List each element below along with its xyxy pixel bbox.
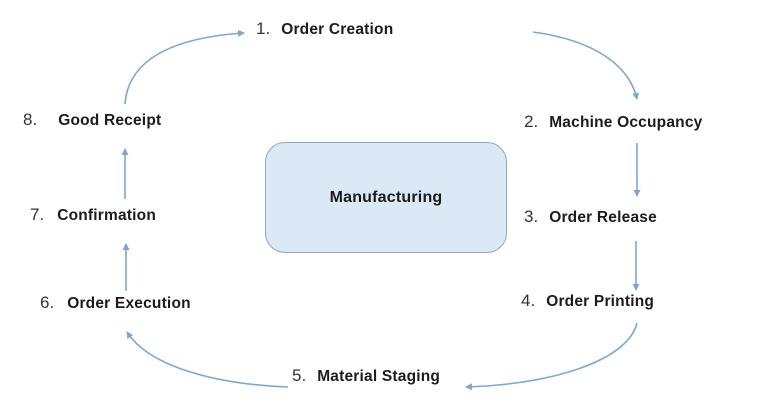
- step-number: 8.: [23, 110, 38, 129]
- step-good-receipt: 8. Good Receipt: [23, 110, 161, 130]
- step-number: 3.: [524, 207, 539, 226]
- arrow-order-creation-to-machine-occupancy: [532, 31, 640, 100]
- arrow-order-printing-to-material-staging: [465, 322, 638, 391]
- step-confirmation: 7. Confirmation: [30, 205, 156, 225]
- step-number: 5.: [292, 366, 307, 385]
- manufacturing-box-label: Manufacturing: [329, 188, 443, 206]
- step-label: Confirmation: [57, 207, 157, 224]
- step-number: 7.: [30, 205, 45, 224]
- step-label: Material Staging: [317, 368, 441, 385]
- step-number: 2.: [524, 112, 539, 131]
- step-label: Order Creation: [281, 21, 394, 38]
- step-label: Order Execution: [67, 295, 191, 312]
- arrow-good-receipt-to-order-creation: [124, 29, 245, 105]
- step-number: 4.: [521, 291, 536, 310]
- manufacturing-box: Manufacturing: [265, 142, 507, 253]
- step-order-printing: 4. Order Printing: [521, 291, 654, 311]
- step-order-creation: 1. Order Creation: [256, 19, 393, 39]
- step-label: Order Release: [549, 209, 657, 226]
- step-label: Machine Occupancy: [549, 114, 703, 131]
- step-number: 6.: [40, 293, 55, 312]
- step-order-execution: 6. Order Execution: [40, 293, 191, 313]
- step-material-staging: 5. Material Staging: [292, 366, 440, 386]
- step-order-release: 3. Order Release: [524, 207, 657, 227]
- step-label: Good Receipt: [58, 112, 162, 129]
- step-label: Order Printing: [546, 293, 655, 310]
- step-number: 1.: [256, 19, 271, 38]
- arrow-material-staging-to-order-execution: [126, 331, 289, 388]
- step-machine-occupancy: 2. Machine Occupancy: [524, 112, 702, 132]
